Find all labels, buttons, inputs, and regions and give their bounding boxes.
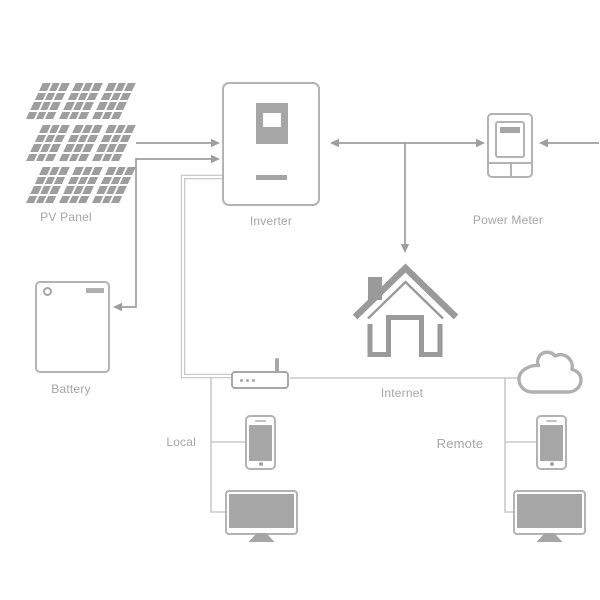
pv-panel-label: PV Panel (40, 210, 92, 224)
pv-cell (91, 167, 103, 175)
phone-screen (540, 425, 563, 461)
battery-indicator-led (43, 287, 52, 296)
monitor-screen (229, 494, 294, 528)
pv-cell (58, 125, 70, 133)
arrowhead-into-inverter-right (330, 138, 339, 148)
inverter-label: Inverter (249, 214, 293, 228)
remote-group-label: Remote (436, 436, 484, 451)
battery-icon (35, 281, 110, 373)
remote-monitor-icon (513, 490, 586, 542)
arrowhead-into-inverter-2 (211, 154, 220, 164)
pv-cell (49, 186, 61, 194)
router-antenna (275, 358, 279, 373)
local-group-label: Local (166, 435, 196, 449)
pv-cell (45, 153, 57, 161)
pv-cell (82, 102, 94, 110)
power-meter-terminal-divider (510, 162, 512, 176)
pv-cell (87, 176, 99, 184)
monitor-screen (517, 494, 582, 528)
pv-cell (54, 92, 66, 100)
pv-cell (87, 134, 99, 142)
cloud-icon (517, 350, 583, 394)
inverter-vent-bar (256, 175, 287, 180)
edge-inverter-router-core (182, 176, 232, 377)
pv-cell (58, 83, 70, 91)
phone-home-button (258, 462, 263, 466)
battery-vent-bar (86, 288, 104, 293)
router-led (240, 379, 243, 382)
edge-remote-branch (504, 378, 514, 513)
pv-row (26, 83, 136, 119)
pv-cell (58, 167, 70, 175)
router-led (246, 379, 249, 382)
arrowhead-into-meter-left (476, 138, 485, 148)
edge-local-branch (210, 377, 226, 513)
pv-cell (49, 102, 61, 110)
power-meter-label: Power Meter (472, 213, 544, 227)
pv-cell (45, 111, 57, 119)
arrowhead-into-meter-right (539, 138, 548, 148)
battery-label: Battery (51, 382, 91, 396)
pv-cell (82, 144, 94, 152)
power-meter-icon (487, 113, 533, 178)
pv-cell (54, 134, 66, 142)
router-icon (231, 358, 289, 389)
pv-cell (82, 186, 94, 194)
arrowhead-into-battery (113, 302, 122, 312)
pv-cell (87, 92, 99, 100)
inverter-display (256, 103, 288, 144)
pv-row (26, 167, 136, 203)
pv-cell (78, 153, 90, 161)
pv-cell (91, 83, 103, 91)
remote-smartphone-icon (536, 415, 567, 470)
power-meter-reading-bar (500, 127, 520, 133)
monitor-stand (248, 533, 275, 542)
local-smartphone-icon (245, 415, 276, 470)
router-led (252, 379, 255, 382)
monitor-stand (536, 533, 563, 542)
arrowhead-into-inverter-1 (211, 138, 220, 148)
inverter-display-window (263, 113, 281, 127)
pv-cell (54, 176, 66, 184)
pv-cell (78, 195, 90, 203)
inverter-icon (222, 82, 320, 206)
phone-screen (249, 425, 272, 461)
phone-speaker (255, 420, 266, 422)
power-meter-display (495, 121, 525, 158)
phone-home-button (549, 462, 554, 466)
local-monitor-icon (225, 490, 298, 542)
phone-speaker (546, 420, 557, 422)
pv-row (26, 125, 136, 161)
arrowhead-into-house (400, 244, 410, 253)
pv-cell (49, 144, 61, 152)
pv-cell (91, 125, 103, 133)
pv-cell (78, 111, 90, 119)
edge-battery-inverter (121, 158, 212, 308)
internet-label: Internet (380, 386, 424, 400)
edge-inverter-router-outer (180, 174, 232, 379)
pv-cell (45, 195, 57, 203)
house-icon (352, 263, 459, 357)
